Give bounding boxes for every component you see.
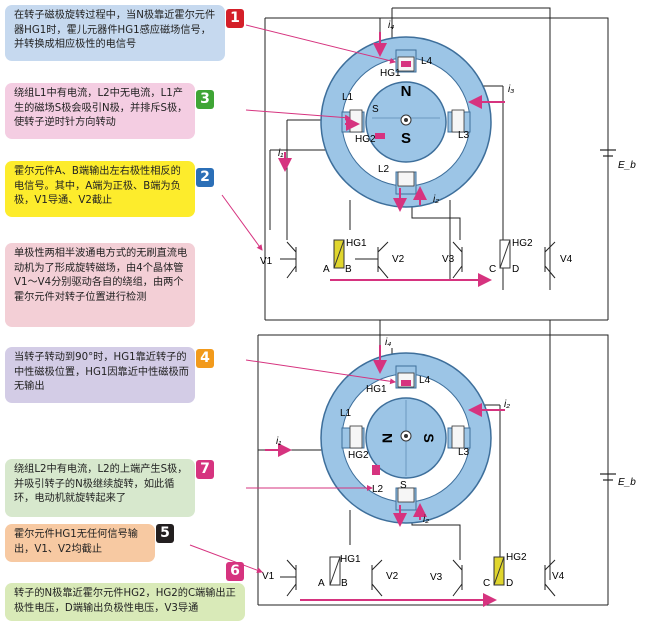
i2-label-2b: i₂ — [504, 399, 510, 410]
badge-7: 7 — [196, 460, 214, 479]
badge-4: 4 — [196, 349, 214, 368]
hg2-sensor-label: HG2 — [512, 238, 533, 249]
note-1-text: 在转子磁极旋转过程中，当N极靠近霍尔元件器HG1时，霍儿元器件HG1感应磁场信号… — [14, 10, 216, 51]
i3-label: i₃ — [508, 84, 514, 95]
note-5-text: 霍尔元件HG1无任何信号输出，V1、V2均截止 — [14, 529, 138, 555]
b-terminal: B — [345, 264, 352, 275]
note-1: 在转子磁极旋转过程中，当N极靠近霍尔元件器HG1时，霍儿元器件HG1感应磁场信号… — [5, 5, 225, 61]
v3-label-2: V3 — [430, 572, 443, 583]
l3-label: L3 — [458, 130, 470, 141]
v3-label: V3 — [442, 254, 455, 265]
l2-label-2: L2 — [372, 484, 384, 495]
s-pole-small-2: S — [400, 480, 407, 491]
top-diagram: N S HG1 HG2 L4 L1 S L3 L2 i₄ i₃ i₁ i₂ E_… — [221, 7, 636, 321]
l3-label-2: L3 — [458, 447, 470, 458]
note-2-text: 霍尔元件A、B端输出左右极性相反的电信号。其中，A端为正极、B端为负极，V1导通… — [14, 166, 181, 207]
b-terminal-2: B — [341, 578, 348, 589]
i4-label: i₄ — [388, 20, 394, 31]
hg2-label-2: HG2 — [348, 450, 369, 461]
note-7: 绕组L2中有电流，L2的上端产生S极，并吸引转子的N极继续旋转，如此循环，电动机… — [5, 459, 195, 517]
v4-label: V4 — [560, 254, 573, 265]
i1-label-2: i₁ — [276, 436, 281, 447]
d-terminal-2: D — [506, 578, 513, 589]
note-4: 当转子转动到90°时，HG1靠近转子的中性磁极位置，HG1因靠近中性磁极而无输出 — [5, 347, 195, 403]
v4-label-2: V4 — [552, 571, 565, 582]
note-6: 转子的N极靠近霍尔元件HG2，HG2的C端输出正极性电压，D端输出负极性电压，V… — [5, 583, 245, 621]
hg2-label: HG2 — [355, 134, 376, 145]
hg1-sensor-label-2: HG1 — [340, 554, 361, 565]
hg1-sensor-label: HG1 — [346, 238, 367, 249]
i2-label: i₂ — [433, 194, 439, 205]
l4-label: L4 — [421, 56, 433, 67]
rotor-s-pole-2: S — [421, 433, 437, 442]
hg1-label: HG1 — [380, 68, 401, 79]
rotor-n-pole: N — [401, 83, 412, 100]
badge-6: 6 — [226, 562, 244, 581]
v1-label-2: V1 — [262, 571, 275, 582]
i4-label-2: i₄ — [385, 337, 391, 348]
badge-1: 1 — [226, 9, 244, 28]
l4-label-2: L4 — [419, 375, 431, 386]
a-terminal-2: A — [318, 578, 325, 589]
note-3: 绕组L1中有电流，L2中无电流，L1产生的磁场S极会吸引N极，并排斥S极，使转子… — [5, 83, 195, 139]
badge-2: 2 — [196, 168, 214, 187]
i1-label: i₁ — [278, 148, 283, 159]
d-terminal: D — [512, 264, 519, 275]
l2-label: L2 — [378, 164, 390, 175]
badge-5: 5 — [156, 524, 174, 543]
a-terminal: A — [323, 264, 330, 275]
note-4-text: 当转子转动到90°时，HG1靠近转子的中性磁极位置，HG1因靠近中性磁极而无输出 — [14, 352, 189, 393]
c-terminal-2: C — [483, 578, 490, 589]
eb-label-2: E_b — [618, 477, 636, 488]
v2-label: V2 — [392, 254, 405, 265]
note-7-text: 绕组L2中有电流，L2的上端产生S极，并吸引转子的N极继续旋转，如此循环，电动机… — [14, 464, 188, 505]
s-pole-small: S — [372, 104, 379, 115]
bottom-diagram: N S HG1 HG2 L4 L1 L3 L2 S i₄ i₂ i₁ i₂ E_… — [189, 319, 636, 607]
l1-label-2: L1 — [340, 408, 352, 419]
eb-label: E_b — [618, 160, 636, 171]
note-6-text: 转子的N极靠近霍尔元件HG2，HG2的C端输出正极性电压，D端输出负极性电压，V… — [14, 588, 236, 614]
v1-label: V1 — [260, 256, 273, 267]
rotor-s-pole: S — [401, 130, 411, 147]
note-intro: 单极性两相半波通电方式的无刷直流电动机为了形成旋转磁场，由4个晶体管V1～V4分… — [5, 243, 195, 327]
i2-label-2: i₂ — [423, 514, 429, 525]
c-terminal: C — [489, 264, 496, 275]
note-5: 霍尔元件HG1无任何信号输出，V1、V2均截止 — [5, 524, 155, 562]
l1-label: L1 — [342, 92, 354, 103]
v2-label-2: V2 — [386, 571, 399, 582]
hg2-sensor-label-2: HG2 — [506, 552, 527, 563]
note-2: 霍尔元件A、B端输出左右极性相反的电信号。其中，A端为正极、B端为负极，V1导通… — [5, 161, 195, 217]
badge-3: 3 — [196, 90, 214, 109]
note-3-text: 绕组L1中有电流，L2中无电流，L1产生的磁场S极会吸引N极，并排斥S极，使转子… — [14, 88, 188, 129]
note-intro-text: 单极性两相半波通电方式的无刷直流电动机为了形成旋转磁场，由4个晶体管V1～V4分… — [14, 248, 188, 303]
hg1-label-2: HG1 — [366, 384, 387, 395]
rotor-n-pole-2: N — [379, 433, 395, 443]
